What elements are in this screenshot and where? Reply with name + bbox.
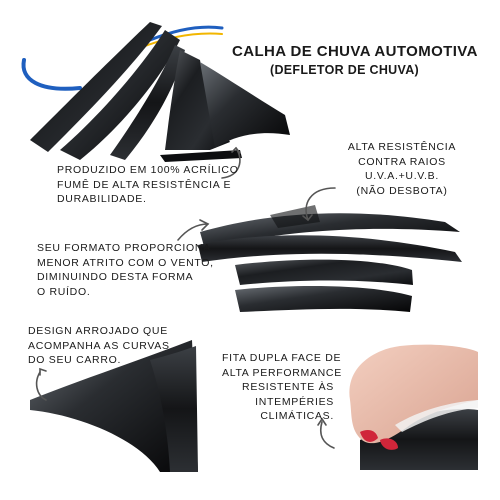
blue-yellow-swoosh-logo xyxy=(21,25,224,91)
curved-arrow-icon xyxy=(35,146,336,449)
note-design: DESIGN ARROJADO QUE ACOMPANHA AS CURVAS … xyxy=(28,325,170,366)
note-material: PRODUZIDO EM 100% ACRÍLICO FUMÊ DE ALTA … xyxy=(57,164,239,205)
note-wind-noise: SEU FORMATO PROPORCIONA MENOR ATRITO COM… xyxy=(37,242,214,298)
page-title: CALHA DE CHUVA AUTOMOTIVA xyxy=(232,43,478,60)
hand-applying-tape xyxy=(349,344,478,470)
note-double-sided-tape: FITA DUPLA FACE DE ALTA PERFORMANCE RESI… xyxy=(222,352,342,422)
page-subtitle: (DEFLETOR DE CHUVA) xyxy=(270,63,419,77)
deflector-set-side xyxy=(198,205,462,312)
deflector-closeup xyxy=(30,340,198,472)
note-uv-resistance: ALTA RESISTÊNCIA CONTRA RAIOS U.V.A.+U.V… xyxy=(347,141,457,197)
deflector-set-top xyxy=(30,22,290,162)
